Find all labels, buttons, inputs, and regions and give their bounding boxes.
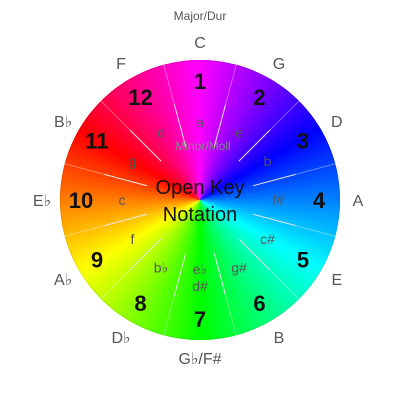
- minor-key-label: b♭: [154, 260, 168, 276]
- inner-divider: [173, 104, 187, 148]
- inner-divider: [129, 129, 162, 162]
- key-number-11: 11: [85, 129, 108, 154]
- ring-divider: [64, 163, 105, 175]
- ring-divider: [100, 269, 131, 300]
- major-key-label: A: [353, 193, 364, 210]
- minor-key-label: e: [235, 124, 243, 140]
- inner-divider: [213, 252, 227, 296]
- inner-divider: [252, 173, 296, 187]
- key-number-7: 7: [194, 307, 206, 332]
- minor-key-label: g#: [231, 260, 247, 276]
- major-key-label: F: [116, 56, 126, 73]
- segment-dividers: [60, 60, 340, 340]
- key-number-5: 5: [297, 248, 309, 273]
- title-line-2: Notation: [163, 204, 238, 226]
- minor-key-label: c: [119, 192, 126, 208]
- inner-dividers: [104, 104, 296, 296]
- major-key-label: C: [194, 35, 206, 52]
- ring-divider: [100, 100, 131, 131]
- minor-key-label: d: [157, 124, 165, 140]
- key-number-3: 3: [297, 129, 309, 154]
- ring-divider: [269, 269, 300, 300]
- minor-key-label: f: [131, 231, 135, 247]
- ring-divider: [269, 100, 300, 131]
- minor-key-label: a: [196, 114, 204, 130]
- inner-divider: [252, 213, 296, 227]
- ring-divider: [64, 225, 105, 237]
- key-number-8: 8: [134, 291, 146, 316]
- major-key-label: B: [274, 330, 285, 347]
- major-key-label: D♭: [111, 330, 130, 347]
- ring-divider: [163, 64, 175, 105]
- major-key-label: A♭: [54, 272, 72, 289]
- inner-divider: [238, 129, 271, 162]
- key-number-10: 10: [69, 188, 93, 213]
- inner-divider: [104, 173, 148, 187]
- key-number-1: 1: [194, 69, 206, 94]
- major-key-label: E♭: [33, 193, 51, 210]
- key-number-12: 12: [128, 85, 152, 110]
- major-caption: Major/Dur: [174, 9, 227, 23]
- segment-labels: 1 Ca 2Ge 3 Db 4 Af# 5Ec# 6Bg# 7G♭/F# e♭d# 8D♭ b♭ 9A♭ f…: [33, 35, 364, 368]
- key-number-9: 9: [91, 248, 103, 273]
- minor-key-label: e♭d#: [192, 261, 208, 294]
- inner-divider: [104, 213, 148, 227]
- ring-divider: [163, 295, 175, 336]
- key-number-4: 4: [313, 188, 326, 213]
- inner-divider: [129, 238, 162, 271]
- key-number-2: 2: [253, 85, 265, 110]
- major-key-label: E: [331, 272, 342, 289]
- ring-divider: [295, 225, 336, 237]
- inner-divider: [213, 104, 227, 148]
- color-ring: [60, 60, 341, 341]
- inner-divider: [238, 238, 271, 271]
- minor-key-label: c#: [260, 231, 275, 247]
- ring-divider: [225, 64, 237, 105]
- inner-divider: [173, 252, 187, 296]
- minor-key-label: f#: [272, 192, 284, 208]
- minor-key-label: g: [129, 153, 137, 169]
- major-key-label: D: [331, 114, 343, 131]
- key-number-6: 6: [253, 291, 265, 316]
- minor-caption: Minor/Moll: [175, 139, 230, 153]
- major-key-label: B♭: [54, 114, 72, 131]
- title-line-1: Open Key: [156, 177, 245, 199]
- minor-key-label: b: [264, 153, 272, 169]
- major-key-label: G: [273, 56, 285, 73]
- major-key-label: G♭/F#: [178, 351, 221, 368]
- ring-divider: [225, 295, 237, 336]
- ring-divider: [295, 163, 336, 175]
